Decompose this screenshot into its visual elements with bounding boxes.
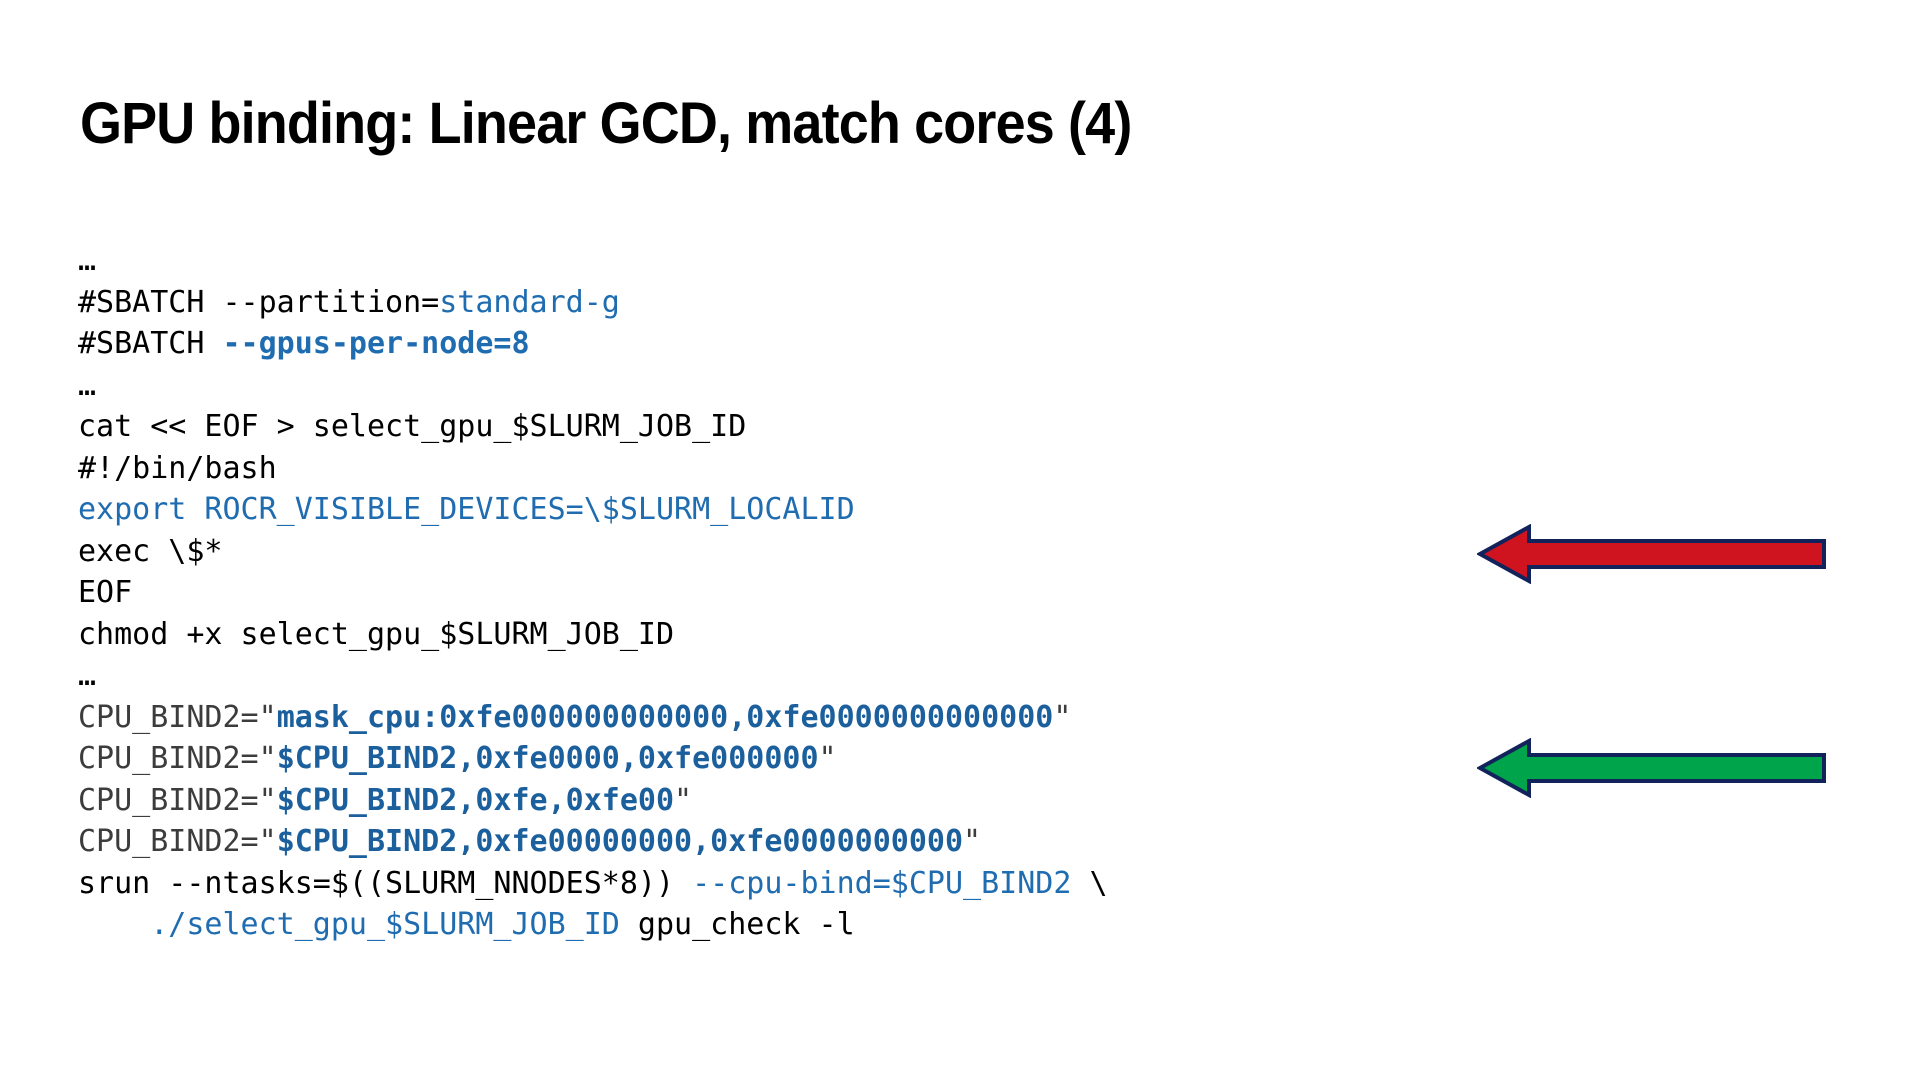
code-token: $CPU_BIND2,0xfe00000000,0xfe0000000000 <box>276 824 964 859</box>
code-token: \ <box>1071 865 1108 901</box>
green-left-arrow <box>1477 738 1826 798</box>
code-token: $CPU_BIND2,0xfe,0xfe00 <box>276 782 675 818</box>
code-line: export ROCR_VISIBLE_DEVICES=\$SLURM_LOCA… <box>78 489 1108 531</box>
code-line: exec \$* <box>78 531 1108 573</box>
code-line: CPU_BIND2="mask_cpu:0xfe000000000000,0xf… <box>78 697 1108 739</box>
code-line: EOF <box>78 572 1108 614</box>
code-token: chmod +x select_gpu_$SLURM_JOB_ID <box>78 616 675 652</box>
code-line: … <box>78 365 1108 407</box>
code-token: … <box>78 367 97 403</box>
code-line: #!/bin/bash <box>78 448 1108 490</box>
code-line: #SBATCH --partition=standard-g <box>78 282 1108 324</box>
code-line: cat << EOF > select_gpu_$SLURM_JOB_ID <box>78 406 1108 448</box>
code-line: ./select_gpu_$SLURM_JOB_ID gpu_check -l <box>78 904 1108 946</box>
code-token: #SBATCH <box>78 326 223 361</box>
code-token: srun --ntasks=$((SLURM_NNODES*8)) <box>78 865 693 901</box>
code-block: …#SBATCH --partition=standard-g#SBATCH -… <box>78 240 1108 946</box>
code-token: CPU_BIND2=" <box>78 741 277 776</box>
code-line: … <box>78 240 1108 282</box>
code-line: srun --ntasks=$((SLURM_NNODES*8)) --cpu-… <box>78 863 1108 905</box>
code-line: CPU_BIND2="$CPU_BIND2,0xfe00000000,0xfe0… <box>78 821 1108 863</box>
green-arrow-shape <box>1477 738 1826 798</box>
code-token: CPU_BIND2=" <box>78 824 277 859</box>
code-token: standard-g <box>439 284 620 320</box>
code-token: export ROCR_VISIBLE_DEVICES=\$SLURM_LOCA… <box>78 492 855 527</box>
code-token: " <box>818 741 837 776</box>
code-token <box>78 907 150 942</box>
code-line: chmod +x select_gpu_$SLURM_JOB_ID <box>78 614 1108 656</box>
code-token: #!/bin/bash <box>78 450 277 486</box>
code-token: --gpus-per-node=8 <box>222 326 530 361</box>
code-token: ./select_gpu_$SLURM_JOB_ID <box>150 907 620 942</box>
code-token: exec \$* <box>78 533 223 569</box>
code-line: … <box>78 655 1108 697</box>
code-token: " <box>674 782 693 818</box>
code-token: $CPU_BIND2,0xfe0000,0xfe000000 <box>276 741 819 776</box>
code-token: CPU_BIND2=" <box>78 782 277 818</box>
code-token: mask_cpu:0xfe000000000000,0xfe0000000000… <box>276 699 1054 735</box>
code-token: EOF <box>78 575 133 610</box>
code-token: " <box>1053 699 1072 735</box>
code-line: CPU_BIND2="$CPU_BIND2,0xfe0000,0xfe00000… <box>78 738 1108 780</box>
code-token: #SBATCH --partition= <box>78 284 440 320</box>
code-line: CPU_BIND2="$CPU_BIND2,0xfe,0xfe00" <box>78 780 1108 822</box>
code-line: #SBATCH --gpus-per-node=8 <box>78 323 1108 365</box>
code-token: gpu_check -l <box>619 907 855 942</box>
code-token: cat << EOF > select_gpu_$SLURM_JOB_ID <box>78 409 747 444</box>
code-token: … <box>78 658 97 693</box>
red-left-arrow <box>1477 524 1826 584</box>
code-token: CPU_BIND2=" <box>78 699 277 735</box>
code-token: … <box>78 243 97 278</box>
code-token: --cpu-bind=$CPU_BIND2 <box>692 865 1072 901</box>
page-title: GPU binding: Linear GCD, match cores (4) <box>80 90 1132 156</box>
code-token: " <box>963 824 982 859</box>
red-arrow-shape <box>1477 524 1826 584</box>
